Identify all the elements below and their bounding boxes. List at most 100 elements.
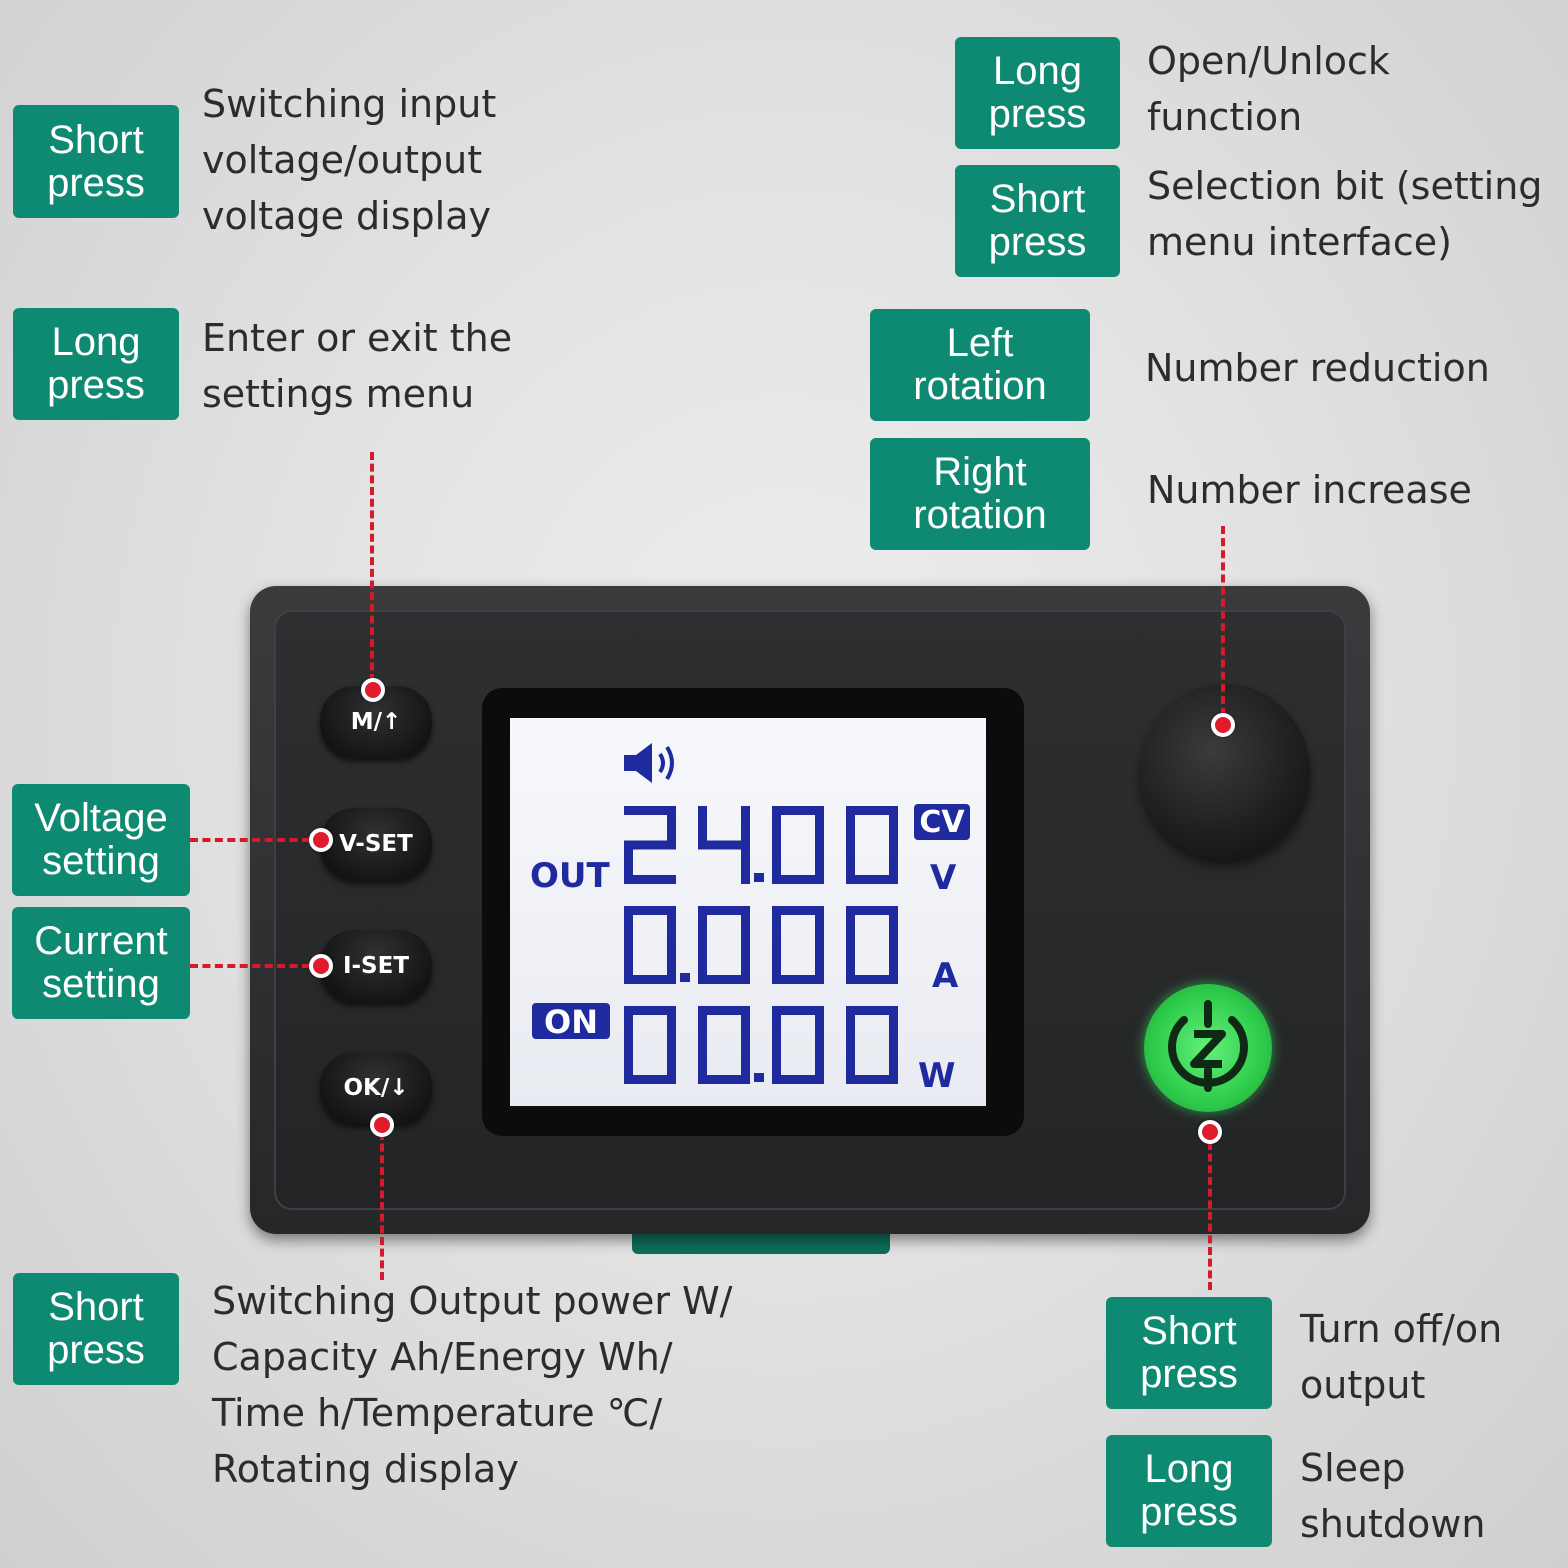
- voltage-digit: [772, 806, 824, 884]
- current-segment: [889, 945, 898, 984]
- power-segment: [846, 1006, 898, 1015]
- iset-leader-line: [190, 964, 310, 968]
- ok-leader-line: [380, 1132, 384, 1280]
- current-segment: [698, 906, 707, 945]
- lcd-on-indicator: ON: [532, 1003, 610, 1041]
- ok-short-press-badge: Short press: [13, 1273, 179, 1385]
- current-digit: [772, 906, 824, 984]
- voltage-digit: [624, 806, 676, 884]
- power-segment: [846, 1006, 855, 1045]
- voltage-segment: [624, 840, 676, 850]
- voltage-segment: [698, 840, 750, 850]
- knob-left-rotation-badge: Left rotation: [870, 309, 1090, 421]
- current-segment: [624, 975, 676, 984]
- power-segment: [624, 1075, 676, 1084]
- power-segment: [889, 1006, 898, 1045]
- current-segment: [667, 906, 676, 945]
- rotary-encoder-knob[interactable]: [1140, 684, 1310, 860]
- voltage-segment: [815, 845, 824, 884]
- iset-button[interactable]: I-SET: [320, 930, 432, 1002]
- voltage-segment: [772, 875, 824, 884]
- current-segment: [772, 906, 824, 915]
- power-segment: [741, 1045, 750, 1084]
- current-segment: [846, 975, 898, 984]
- current-segment: [624, 906, 633, 945]
- voltage-segment: [772, 845, 781, 884]
- current-segment: [772, 945, 781, 984]
- knob-short-press-badge: Short press: [955, 165, 1120, 277]
- knob-leader-line: [1221, 526, 1225, 716]
- current-segment: [889, 906, 898, 945]
- power-short-press-desc: Turn off/on output: [1300, 1307, 1503, 1407]
- voltage-decimal-point: [754, 873, 764, 882]
- lcd-voltage-readout: [624, 806, 898, 884]
- power-segment: [698, 1006, 750, 1015]
- mode-long-press-badge: Long press: [13, 308, 179, 420]
- voltage-segment: [624, 806, 676, 815]
- mode-leader-line: [370, 452, 374, 682]
- power-segment: [624, 1006, 676, 1015]
- power-decimal-point: [754, 1073, 764, 1082]
- voltage-segment: [624, 875, 676, 884]
- lcd-current-unit: A: [932, 956, 959, 996]
- voltage-segment: [772, 806, 824, 815]
- current-setting-badge: Current setting: [12, 907, 190, 1019]
- current-digit: [846, 906, 898, 984]
- voltage-segment: [846, 806, 898, 815]
- power-segment: [667, 1006, 676, 1045]
- mode-long-press-desc: Enter or exit the settings menu: [202, 316, 513, 416]
- voltage-segment: [698, 806, 707, 845]
- power-segment: [772, 1006, 781, 1045]
- power-digit: [772, 1006, 824, 1084]
- current-decimal-point: [680, 973, 690, 982]
- power-segment: [667, 1045, 676, 1084]
- current-segment: [741, 906, 750, 945]
- vset-marker-dot: [309, 828, 333, 852]
- voltage-segment: [815, 806, 824, 845]
- voltage-segment: [741, 845, 750, 884]
- power-segment: [772, 1075, 824, 1084]
- current-segment: [815, 945, 824, 984]
- power-leader-line: [1208, 1142, 1212, 1290]
- mode-short-press-desc: Switching input voltage/output voltage d…: [202, 82, 497, 238]
- current-segment: [624, 906, 676, 915]
- power-marker-dot: [1198, 1120, 1222, 1144]
- mount-clip: [632, 1232, 890, 1254]
- vset-button[interactable]: V-SET: [320, 808, 432, 880]
- voltage-segment: [846, 806, 855, 845]
- lcd-current-readout: [624, 906, 898, 984]
- power-short-press-badge: Short press: [1106, 1297, 1272, 1409]
- mode-short-press-badge: Short press: [13, 105, 179, 218]
- power-segment: [698, 1045, 707, 1084]
- knob-short-press-desc: Selection bit (setting menu interface): [1147, 164, 1543, 264]
- current-segment: [698, 906, 750, 915]
- iset-marker-dot: [309, 954, 333, 978]
- knob-right-rotation-badge: Right rotation: [870, 438, 1090, 550]
- power-segment: [846, 1045, 855, 1084]
- power-output-button[interactable]: [1144, 984, 1272, 1112]
- mode-marker-dot: [361, 678, 385, 702]
- current-segment: [846, 906, 898, 915]
- power-segment: [772, 1045, 781, 1084]
- lcd-cv-indicator: CV: [914, 804, 970, 840]
- voltage-segment: [624, 845, 633, 884]
- power-digit: [624, 1006, 676, 1084]
- power-long-press-desc: Sleep shutdown: [1300, 1446, 1486, 1546]
- speaker-icon: [624, 743, 674, 783]
- ok-down-button[interactable]: OK/↓: [320, 1052, 432, 1124]
- power-segment: [624, 1045, 633, 1084]
- power-segment: [846, 1075, 898, 1084]
- current-segment: [698, 945, 707, 984]
- power-long-press-badge: Long press: [1106, 1435, 1272, 1547]
- power-segment: [772, 1006, 824, 1015]
- current-segment: [815, 906, 824, 945]
- power-digit: [698, 1006, 750, 1084]
- current-segment: [698, 975, 750, 984]
- power-digit: [846, 1006, 898, 1084]
- voltage-setting-badge: Voltage setting: [12, 784, 190, 896]
- power-segment: [741, 1006, 750, 1045]
- voltage-segment: [846, 845, 855, 884]
- voltage-segment: [772, 806, 781, 845]
- power-segment: [624, 1006, 633, 1045]
- lcd-power-unit: W: [918, 1056, 956, 1096]
